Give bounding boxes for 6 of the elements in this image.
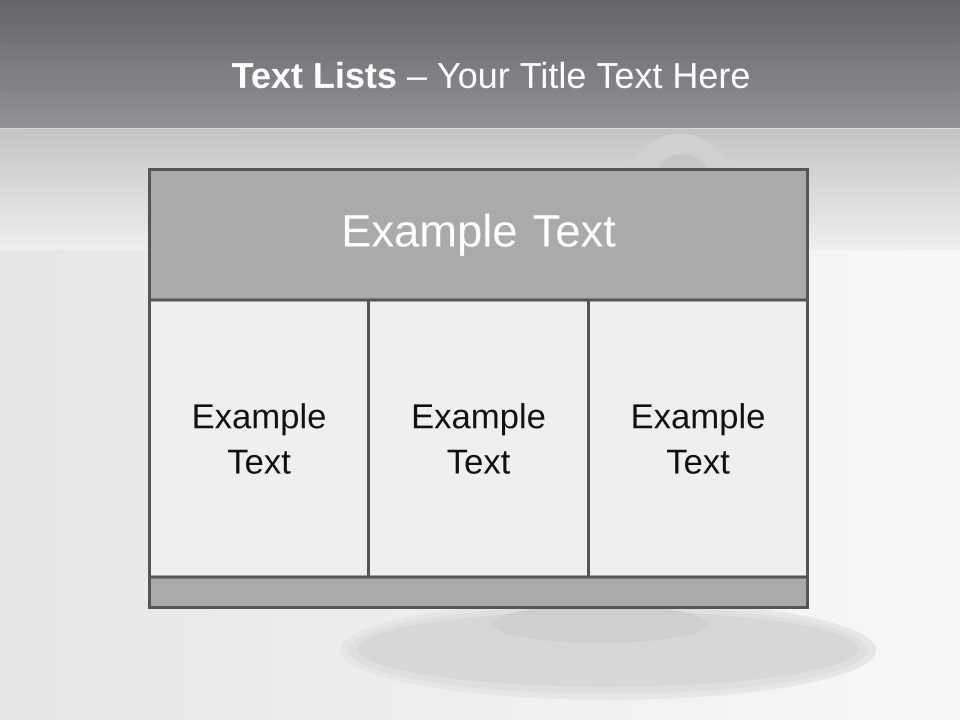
slide-title: Text Lists – Your Title Text Here: [232, 62, 749, 88]
footer-bar: [151, 578, 806, 606]
column-box: Example Text: [590, 302, 806, 576]
header-box: Example Text: [151, 171, 806, 298]
column-box: Example Text: [151, 302, 367, 576]
column-box: Example Text: [370, 302, 587, 576]
